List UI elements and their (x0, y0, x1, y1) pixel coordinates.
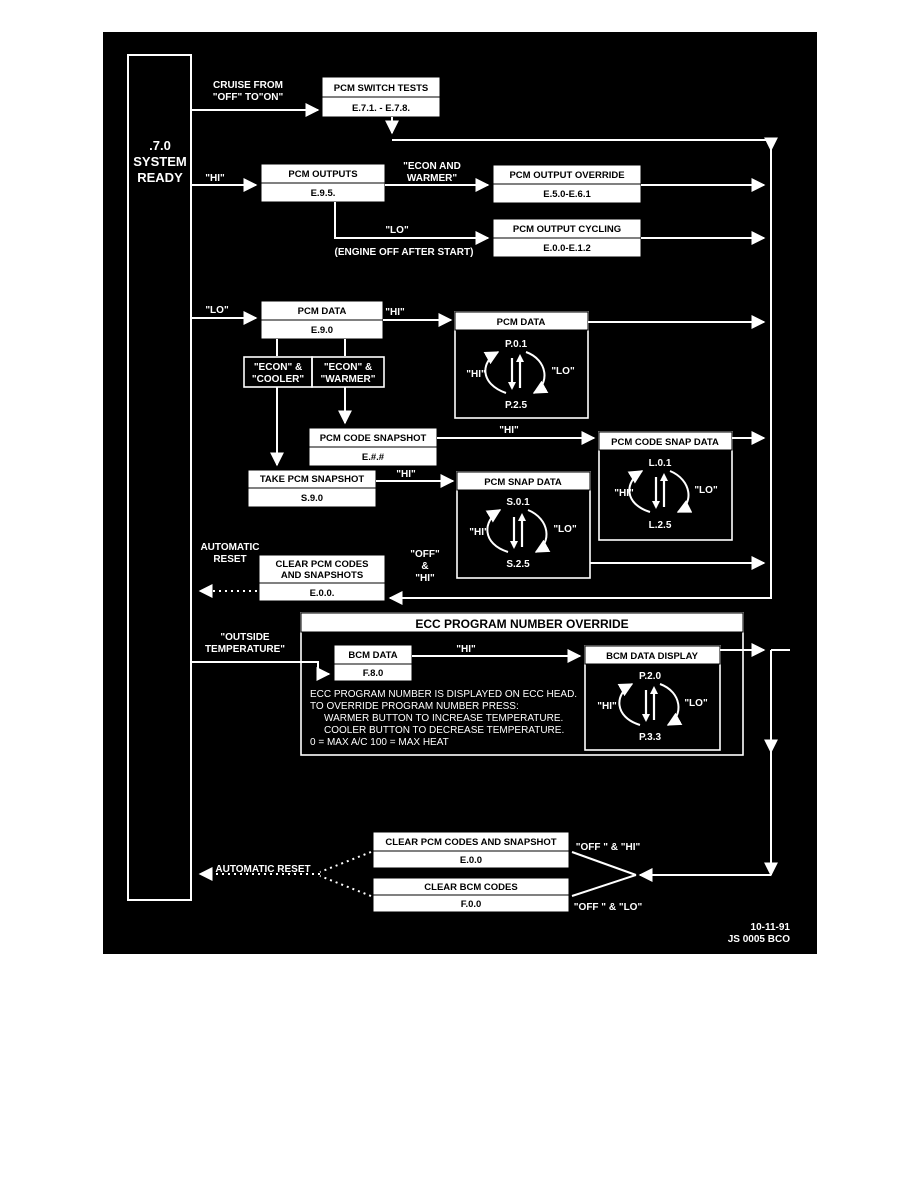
take-pcm-snapshot-code: S.9.0 (301, 493, 323, 504)
econ-warmer-label-2: WARMER" (407, 173, 458, 184)
outside-temp-label-1: "OUTSIDE (220, 632, 270, 643)
clear-pcm-codes-snapshots-title2: AND SNAPSHOTS (281, 570, 363, 581)
ecc-note-2: TO OVERRIDE PROGRAM NUMBER PRESS: (310, 701, 519, 712)
outside-temp-label-2: TEMPERATURE" (205, 644, 285, 655)
take-pcm-snapshot-box: TAKE PCM SNAPSHOT S.9.0 (247, 469, 377, 508)
bcm-data-title: BCM DATA (348, 650, 397, 661)
bcm-data-display: BCM DATA DISPLAY P.2.0 P.3.3 "HI" "LO" (584, 645, 721, 751)
pcm-output-cycling-title: PCM OUTPUT CYCLING (513, 224, 621, 235)
engine-off-label: (ENGINE OFF AFTER START) (335, 247, 474, 258)
clear-pcm-codes-snapshots-code: E.0.0. (310, 588, 335, 599)
ecc-note-1: ECC PROGRAM NUMBER IS DISPLAYED ON ECC H… (310, 689, 577, 700)
bcm-data-display-right: "LO" (684, 698, 708, 709)
pcm-code-snapshot-title: PCM CODE SNAPSHOT (320, 433, 427, 444)
footer-code: JS 0005 BCO (728, 934, 790, 945)
clear-pcm-codes-snapshot-title: CLEAR PCM CODES AND SNAPSHOT (385, 837, 556, 848)
pcm-code-snap-data-top: L.0.1 (649, 458, 672, 469)
pcm-data-display-title: PCM DATA (497, 317, 546, 328)
footer-date: 10-11-91 (751, 922, 791, 933)
system-ready-line1: .7.0 (149, 138, 171, 153)
econ-warmer-label-1: "ECON AND (403, 161, 461, 172)
clear-pcm-codes-snapshot-code: E.0.0 (460, 855, 482, 866)
lo-label-cycling: "LO" (385, 225, 409, 236)
pcm-data-display-left: "HI" (466, 369, 486, 380)
pcm-data-display-bottom: P.2.5 (505, 400, 527, 411)
econ-cooler-condition: "ECON" & "COOLER" (243, 356, 313, 388)
lo-label-entry: "LO" (205, 305, 229, 316)
hi-label-take: "HI" (396, 469, 416, 480)
pcm-output-override-box: PCM OUTPUT OVERRIDE E.5.0-E.6.1 (492, 164, 642, 204)
off-hi-label-2: & (421, 561, 428, 572)
ecc-override-section: ECC PROGRAM NUMBER OVERRIDE ECC PROGRAM … (300, 612, 744, 756)
cruise-label-2: "OFF" TO"ON" (213, 92, 284, 103)
auto-reset-label-1: AUTOMATIC (200, 542, 259, 553)
ecc-note-4: COOLER BUTTON TO DECREASE TEMPERATURE. (324, 725, 564, 736)
econ-cooler-label-2: "COOLER" (252, 374, 305, 385)
ecc-note-3: WARMER BUTTON TO INCREASE TEMPERATURE. (324, 713, 563, 724)
econ-warmer-condition: "ECON" & "WARMER" (311, 356, 385, 388)
hi-label-bcm: "HI" (456, 644, 476, 655)
bcm-data-code: F.8.0 (363, 668, 384, 679)
off-and-hi-label: "OFF " & "HI" (576, 842, 641, 853)
pcm-snap-data-bottom: S.2.5 (506, 559, 530, 570)
auto-reset-bottom-label: AUTOMATIC RESET (215, 864, 310, 875)
econ-warmer2-label-2: "WARMER" (320, 374, 375, 385)
bcm-data-box: BCM DATA F.8.0 (333, 644, 413, 682)
hi-label-pcm-data: "HI" (385, 307, 405, 318)
pcm-code-snapshot-code: E.#.# (362, 452, 385, 463)
system-ready-line2: SYSTEM (133, 154, 186, 169)
pcm-code-snapshot-box: PCM CODE SNAPSHOT E.#.# (308, 427, 438, 467)
pcm-data-display-right: "LO" (551, 366, 575, 377)
system-ready-line3: READY (137, 170, 183, 185)
bcm-data-display-bottom: P.3.3 (639, 732, 661, 743)
pcm-output-cycling-box: PCM OUTPUT CYCLING E.0.0-E.1.2 (492, 218, 642, 258)
bcm-data-display-left: "HI" (597, 701, 617, 712)
hi-label-snapshot: "HI" (499, 425, 519, 436)
clear-pcm-codes-snapshots-title1: CLEAR PCM CODES (276, 559, 369, 570)
pcm-data-code: E.9.0 (311, 325, 333, 336)
pcm-outputs-code: E.9.5. (311, 188, 336, 199)
pcm-code-snap-data-title: PCM CODE SNAP DATA (611, 437, 719, 448)
pcm-outputs-box: PCM OUTPUTS E.9.5. (260, 163, 386, 203)
pcm-output-override-code: E.5.0-E.6.1 (543, 189, 591, 200)
pcm-output-cycling-code: E.0.0-E.1.2 (543, 243, 591, 254)
pcm-outputs-title: PCM OUTPUTS (288, 169, 357, 180)
pcm-code-snap-data-right: "LO" (694, 485, 718, 496)
pcm-data-display-top: P.0.1 (505, 339, 527, 350)
pcm-switch-tests-title: PCM SWITCH TESTS (334, 83, 428, 94)
system-ready-bar: .7.0 SYSTEM READY (127, 54, 192, 901)
pcm-snap-data-title: PCM SNAP DATA (484, 477, 562, 488)
pcm-code-snap-data-display: PCM CODE SNAP DATA L.0.1 L.2.5 "HI" "LO" (598, 431, 733, 541)
hi-label-outputs: "HI" (205, 173, 225, 184)
pcm-snap-data-top: S.0.1 (506, 497, 530, 508)
pcm-snap-data-display: PCM SNAP DATA S.0.1 S.2.5 "HI" "LO" (456, 471, 591, 579)
econ-cooler-label-1: "ECON" & (254, 362, 302, 373)
pcm-snap-data-left: "HI" (469, 527, 489, 538)
pcm-code-snap-data-left: "HI" (614, 488, 634, 499)
clear-bcm-codes-code: F.0.0 (461, 899, 482, 910)
bcm-data-display-title: BCM DATA DISPLAY (606, 651, 699, 662)
clear-pcm-codes-snapshot-box: CLEAR PCM CODES AND SNAPSHOT E.0.0 (372, 831, 570, 869)
cruise-label-1: CRUISE FROM (213, 80, 283, 91)
clear-pcm-codes-snapshots-box: CLEAR PCM CODES AND SNAPSHOTS E.0.0. (258, 554, 386, 602)
pcm-output-override-title: PCM OUTPUT OVERRIDE (509, 170, 624, 181)
pcm-data-box: PCM DATA E.9.0 (260, 300, 384, 340)
ecc-override-title: ECC PROGRAM NUMBER OVERRIDE (415, 617, 628, 631)
pcm-code-snap-data-bottom: L.2.5 (649, 520, 672, 531)
pcm-snap-data-right: "LO" (553, 524, 577, 535)
bcm-data-display-top: P.2.0 (639, 671, 661, 682)
econ-warmer2-label-1: "ECON" & (324, 362, 372, 373)
clear-bcm-codes-box: CLEAR BCM CODES F.0.0 (372, 877, 570, 913)
auto-reset-label-2: RESET (213, 554, 246, 565)
off-and-lo-label: "OFF " & "LO" (574, 902, 643, 913)
clear-bcm-codes-title: CLEAR BCM CODES (424, 882, 517, 893)
take-pcm-snapshot-title: TAKE PCM SNAPSHOT (260, 474, 365, 485)
pcm-switch-tests-code: E.7.1. - E.7.8. (352, 103, 410, 114)
off-hi-label-1: "OFF" (410, 549, 440, 560)
off-hi-label-3: "HI" (415, 573, 435, 584)
pcm-data-title: PCM DATA (298, 306, 347, 317)
pcm-switch-tests-box: PCM SWITCH TESTS E.7.1. - E.7.8. (321, 76, 441, 118)
ecc-note-5: 0 = MAX A/C 100 = MAX HEAT (310, 737, 449, 748)
